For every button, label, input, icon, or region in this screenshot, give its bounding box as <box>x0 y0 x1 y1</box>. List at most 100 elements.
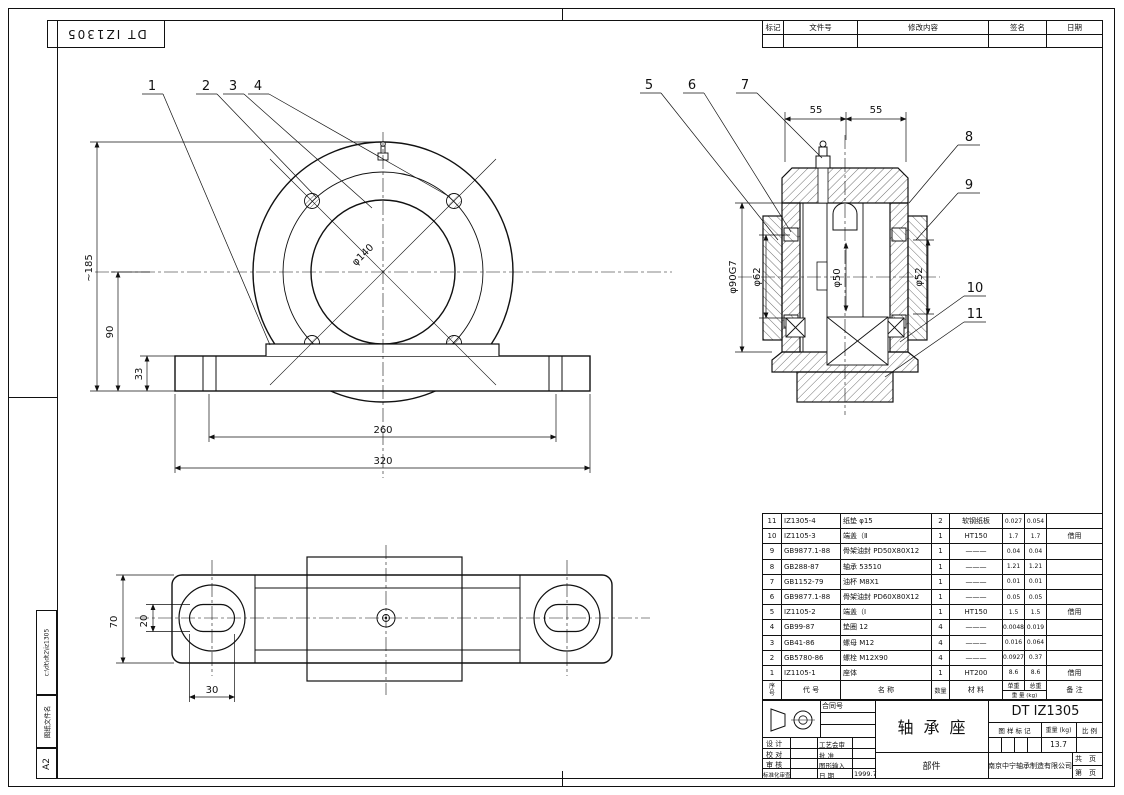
rollers <box>785 316 905 366</box>
bom-cell-note: 借用 <box>1047 605 1102 621</box>
bom-cell-name: 螺母 M12 <box>841 635 932 651</box>
graphic-input-label: 图形输入 <box>819 762 845 770</box>
callout-3: 3 <box>229 79 237 94</box>
bom-cell-material: ——— <box>950 559 1003 575</box>
bom-cell-note <box>1047 651 1102 666</box>
bom-cell-total: 8.6 <box>1025 665 1047 682</box>
check-label: 校 对 <box>766 751 783 759</box>
bom-cell-name: 端盖（Ⅱ <box>841 529 932 545</box>
callout-9: 9 <box>965 178 973 193</box>
bom-cell-unit: 0.0048 <box>1003 620 1025 636</box>
bom-cell-total: 0.019 <box>1025 620 1047 636</box>
drawing-code-box: DT IZ1305 <box>47 20 165 48</box>
bom-cell-note <box>1047 560 1102 575</box>
title-block <box>762 700 1103 779</box>
bom-cell-material: HT150 <box>950 605 1003 621</box>
bom-cell-note: 借用 <box>1047 666 1102 682</box>
bom-cell-total: 0.054 <box>1025 514 1047 530</box>
bom-cell-note <box>1047 544 1102 560</box>
revision-header-4: 日期 <box>1067 22 1082 32</box>
bom-cell-name: 螺栓 M12X90 <box>841 650 932 666</box>
bom-cell-unit: 1.5 <box>1003 605 1025 621</box>
bom-cell-total: 0.37 <box>1025 650 1047 666</box>
revision-cell-empty <box>784 34 858 47</box>
bom-header-unit-weight: 单重 <box>1003 681 1025 691</box>
bom-cell-name: 座体 <box>841 665 932 682</box>
bom-cell-no: 11 <box>763 514 782 530</box>
revision-cell-empty <box>763 34 784 47</box>
sheet-size-box: A2 <box>36 748 57 779</box>
bom-cell-material: HT200 <box>950 665 1003 682</box>
filename-label-box: 图纸文件名 <box>36 695 57 748</box>
bom-cell-code: GB41-86 <box>782 635 841 651</box>
bom-cell-unit: 1.7 <box>1003 529 1025 545</box>
bom-header-name: 名 称 <box>841 681 932 700</box>
revision-header-2: 修改内容 <box>858 21 989 34</box>
bom-cell-qty: 4 <box>932 635 950 651</box>
bom-cell-note <box>1047 575 1102 590</box>
dim-hole-span: 260 <box>373 425 392 436</box>
bom-cell-no: 6 <box>763 589 782 606</box>
bom-cell-no: 9 <box>763 544 782 560</box>
bom-cell-qty: 2 <box>932 514 950 530</box>
revision-cell-empty <box>858 34 989 47</box>
callout-8: 8 <box>965 130 973 145</box>
bom-cell-code: GB5780-86 <box>782 650 841 666</box>
dim-base-height: 33 <box>134 368 145 381</box>
audit-label: 审 核 <box>766 761 783 769</box>
bom-cell-total: 0.04 <box>1025 544 1047 560</box>
company-name: 南京中宁轴承制造有限公司 <box>988 761 1072 770</box>
bom-cell-unit: 0.027 <box>1003 514 1025 530</box>
bom-cell-code: GB288-87 <box>782 559 841 575</box>
side-callout-leaders <box>640 92 986 378</box>
bom-cell-qty: 1 <box>932 665 950 682</box>
bom-cell-unit: 0.04 <box>1003 544 1025 560</box>
bom-cell-note <box>1047 620 1102 636</box>
revision-header-3: 签名 <box>989 21 1047 34</box>
dim-d52: φ52 <box>914 267 925 286</box>
callout-2: 2 <box>202 79 210 94</box>
front-dims <box>90 141 591 473</box>
bom-cell-material: ——— <box>950 589 1003 606</box>
bom-cell-no: 3 <box>763 635 782 651</box>
contract-label: 合同号 <box>822 702 843 710</box>
bom-cell-code: IZ1305-4 <box>782 514 841 530</box>
bom-cell-material: ——— <box>950 635 1003 651</box>
bom-cell-total: 1.21 <box>1025 559 1047 575</box>
bom-cell-note <box>1047 514 1102 530</box>
weight-value: 13.7 <box>1050 740 1067 749</box>
date-label: 日 期 <box>819 772 835 780</box>
bom-cell-name: 纸垫 φ15 <box>841 514 932 530</box>
bom-header-weight: 单重 总重 重 量 (kg) <box>1003 681 1047 700</box>
bom-header-material: 材 料 <box>950 681 1003 700</box>
dim-30: 30 <box>206 685 219 696</box>
bom-cell-total: 0.05 <box>1025 589 1047 606</box>
bom-cell-qty: 4 <box>932 620 950 636</box>
bom-cell-no: 5 <box>763 605 782 621</box>
bom-cell-material: ——— <box>950 574 1003 590</box>
dim-d50: φ50 <box>832 268 843 287</box>
callout-4: 4 <box>254 79 262 94</box>
scale-label: 比 例 <box>1081 726 1098 735</box>
bom-cell-name: 油杯 M8X1 <box>841 574 932 590</box>
bom-cell-no: 4 <box>763 620 782 636</box>
bottom-view: 70 20 30 <box>109 545 650 702</box>
dim-d62: φ62 <box>752 267 763 286</box>
bom-cell-qty: 1 <box>932 574 950 590</box>
bom-cell-note <box>1047 636 1102 651</box>
drawing-code-title: DT IZ1305 <box>1011 703 1080 719</box>
bom-header-code: 代 号 <box>782 681 841 700</box>
approve-label: 批 准 <box>819 752 835 760</box>
bom-cell-name: 骨架油封 PD50X80X12 <box>841 544 932 560</box>
bom-cell-code: IZ1105-2 <box>782 605 841 621</box>
dim-bolt-circle: φ140 <box>350 242 376 268</box>
bom-cell-name: 轴承 53510 <box>841 559 932 575</box>
